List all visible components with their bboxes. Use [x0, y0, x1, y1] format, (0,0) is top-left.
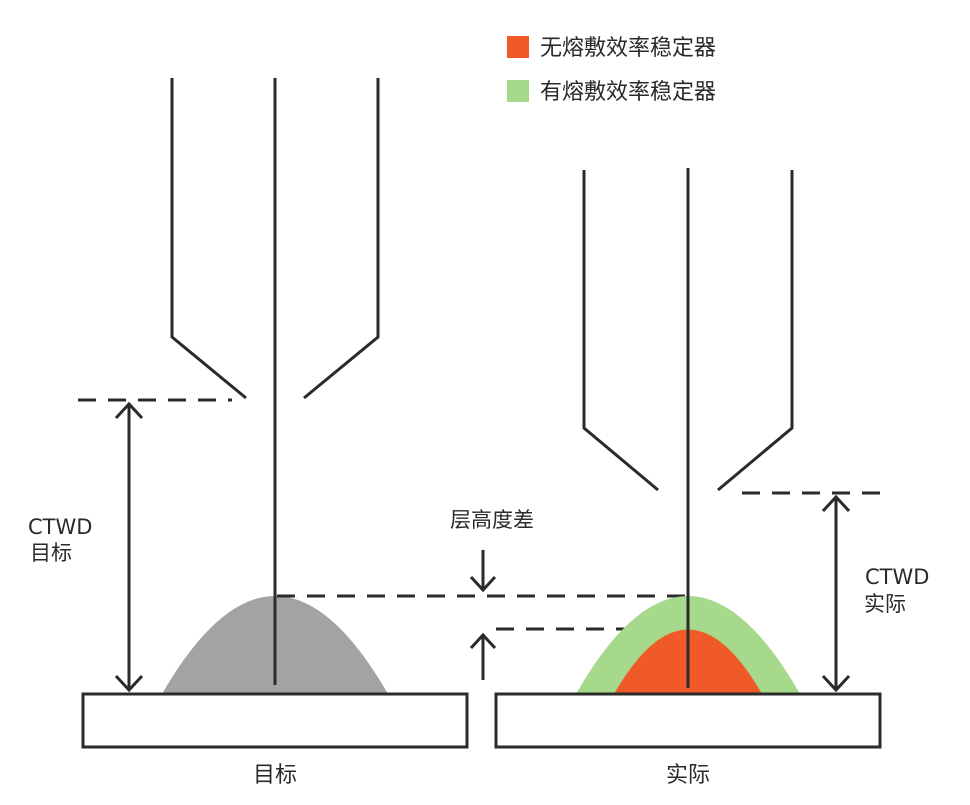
layer-height-difference: 层高度差 — [277, 508, 690, 680]
target-ctwd-label: CTWD — [28, 515, 92, 539]
legend: 无熔敷效率稳定器 有熔敷效率稳定器 — [507, 36, 716, 105]
target-ctwd-arrow-head-bottom — [114, 674, 144, 693]
legend-label-with: 有熔敷效率稳定器 — [540, 80, 716, 105]
target-caption: 目标 — [253, 763, 297, 788]
target-panel: CTWD 目标 目标 — [28, 78, 469, 788]
actual-caption: 实际 — [666, 763, 710, 788]
layer-diff-label: 层高度差 — [450, 508, 534, 532]
target-nozzle-right — [303, 78, 380, 400]
target-base-plate — [81, 692, 469, 749]
actual-panel: CTWD 实际 实际 — [494, 168, 929, 788]
target-ctwd-arrow-head-top — [114, 401, 144, 420]
target-ctwd-sublabel: 目标 — [30, 541, 72, 565]
actual-ctwd-arrow-head-top — [821, 494, 851, 513]
actual-base-plate — [494, 692, 882, 749]
actual-ctwd-label: CTWD — [865, 565, 929, 589]
legend-label-without: 无熔敷效率稳定器 — [540, 36, 716, 61]
legend-swatch-without — [507, 36, 529, 58]
target-nozzle-left — [170, 78, 247, 400]
layer-diff-arrow-up-head — [469, 632, 497, 650]
layer-diff-arrow-down-head — [469, 575, 497, 593]
legend-swatch-with — [507, 80, 529, 102]
actual-nozzle-right — [717, 170, 794, 492]
actual-ctwd-sublabel: 实际 — [864, 592, 906, 616]
actual-ctwd-arrow-head-bottom — [821, 674, 851, 693]
actual-nozzle-left — [582, 170, 659, 492]
